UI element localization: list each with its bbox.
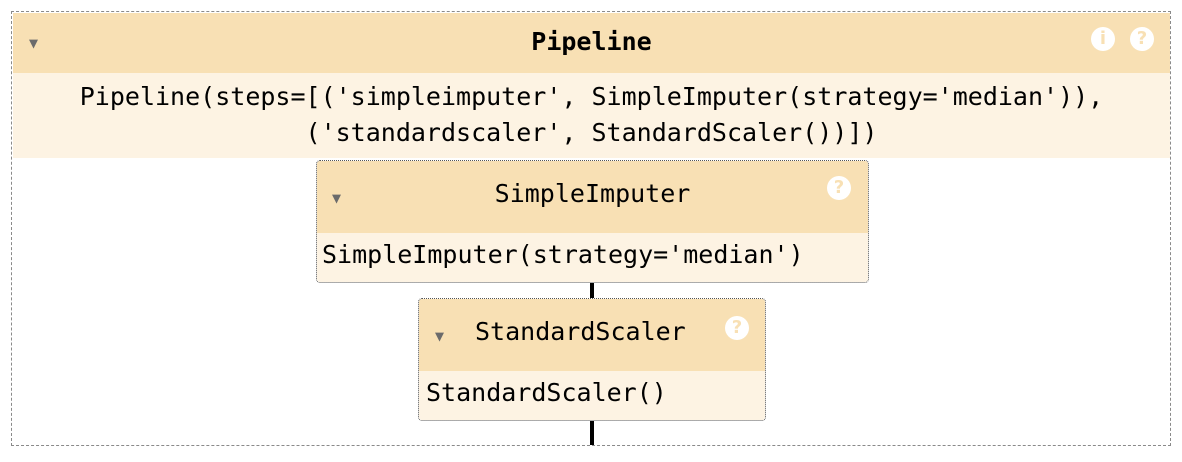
step-repr: SimpleImputer(strategy='median')	[322, 240, 804, 269]
collapse-toggle-icon[interactable]: ▼	[332, 189, 342, 207]
connector-line	[590, 421, 594, 445]
step-standardscaler[interactable]: ▼ StandardScaler ? StandardScaler()	[418, 298, 766, 421]
step-repr-panel: SimpleImputer(strategy='median')	[317, 233, 868, 282]
pipeline-title: Pipeline	[531, 27, 652, 56]
connector-line	[590, 283, 594, 298]
step-header[interactable]: ▼ SimpleImputer ?	[317, 161, 868, 233]
pipeline-repr-panel: Pipeline(steps=[('simpleimputer', Simple…	[13, 73, 1170, 158]
info-icon[interactable]: i	[1091, 27, 1115, 51]
pipeline-container	[11, 11, 1171, 446]
step-simpleimputer[interactable]: ▼ SimpleImputer ? SimpleImputer(strategy…	[316, 160, 869, 283]
pipeline-repr-line1: Pipeline(steps=[('simpleimputer', Simple…	[79, 82, 1104, 111]
pipeline-header[interactable]: ▼ Pipeline i ?	[13, 13, 1170, 73]
help-icon[interactable]: ?	[1130, 27, 1154, 51]
pipeline-repr-line2: ('standardscaler', StandardScaler())])	[305, 118, 878, 147]
help-icon[interactable]: ?	[725, 316, 749, 340]
help-icon[interactable]: ?	[827, 176, 851, 200]
pipeline-repr: Pipeline(steps=[('simpleimputer', Simple…	[13, 79, 1170, 151]
step-repr: StandardScaler()	[426, 378, 667, 407]
step-title: SimpleImputer	[494, 179, 691, 208]
step-title: StandardScaler	[475, 317, 686, 346]
step-repr-panel: StandardScaler()	[419, 371, 765, 420]
step-header[interactable]: ▼ StandardScaler ?	[419, 299, 765, 371]
collapse-toggle-icon[interactable]: ▼	[29, 34, 39, 52]
collapse-toggle-icon[interactable]: ▼	[435, 327, 445, 345]
